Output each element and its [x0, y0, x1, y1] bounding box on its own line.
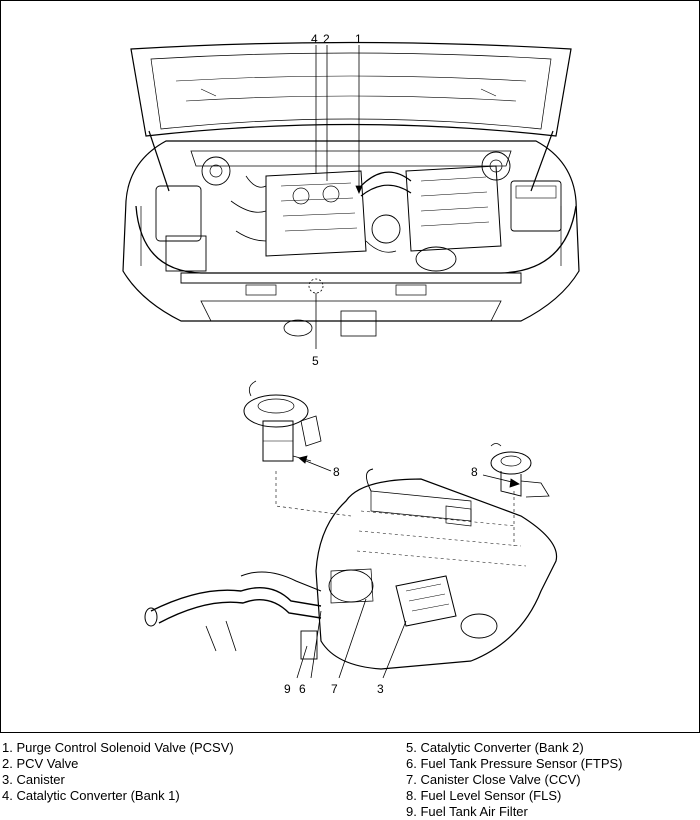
legend-left-column: 1. Purge Control Solenoid Valve (PCSV) 2… — [2, 740, 234, 804]
callout-9: 9 — [284, 682, 291, 696]
legend-item-3: 3. Canister — [2, 772, 65, 787]
legend-item-7: 7. Canister Close Valve (CCV) — [406, 772, 581, 787]
component-location-diagram: 4 2 1 5 8 8 9 6 7 3 — [122, 32, 580, 696]
callout-7: 7 — [331, 682, 338, 696]
legend-item-8: 8. Fuel Level Sensor (FLS) — [406, 788, 562, 803]
callout-6: 6 — [299, 682, 306, 696]
legend-item-1: 1. Purge Control Solenoid Valve (PCSV) — [2, 740, 234, 755]
callout-3: 3 — [377, 682, 384, 696]
top-callout-leaders — [315, 45, 363, 349]
legend-item-4: 4. Catalytic Converter (Bank 1) — [2, 788, 180, 803]
callout-1: 1 — [355, 32, 362, 46]
legend-right-column: 5. Catalytic Converter (Bank 2) 6. Fuel … — [406, 740, 623, 820]
fuel-tank-illustration — [144, 468, 558, 670]
bottom-callout-numbers: 8 8 9 6 7 3 — [284, 465, 478, 696]
bottom-callout-leaders — [296, 455, 520, 679]
fls-detail-left — [243, 380, 322, 462]
legend-item-5: 5. Catalytic Converter (Bank 2) — [406, 740, 584, 755]
callout-8-left: 8 — [333, 465, 340, 479]
callout-8-right: 8 — [471, 465, 478, 479]
top-callout-numbers: 4 2 1 5 — [311, 32, 362, 368]
legend-item-2: 2. PCV Valve — [2, 756, 79, 771]
fls-detail-right — [490, 443, 550, 498]
callout-4: 4 — [311, 32, 318, 46]
legend-item-6: 6. Fuel Tank Pressure Sensor (FTPS) — [406, 756, 623, 771]
legend-item-9: 9. Fuel Tank Air Filter — [406, 804, 528, 819]
callout-2: 2 — [323, 32, 330, 46]
engine-compartment-illustration — [122, 41, 580, 337]
figure-frame: 4 2 1 5 8 8 9 6 7 3 — [0, 0, 700, 733]
callout-5: 5 — [312, 354, 319, 368]
